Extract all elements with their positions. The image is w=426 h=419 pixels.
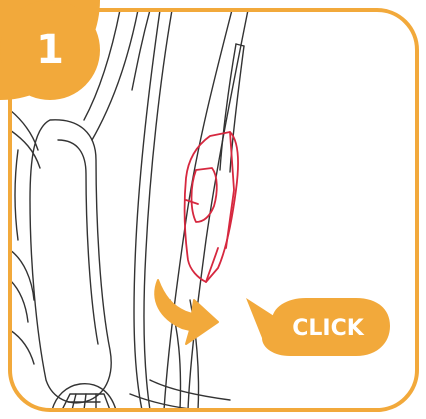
click-label: CLICK <box>292 316 364 341</box>
click-callout: CLICK <box>246 298 390 356</box>
step-number: 1 <box>36 27 64 73</box>
curved-arrow-icon <box>155 280 218 344</box>
buckle-grid <box>52 384 116 410</box>
step-badge: 1 <box>0 0 100 100</box>
